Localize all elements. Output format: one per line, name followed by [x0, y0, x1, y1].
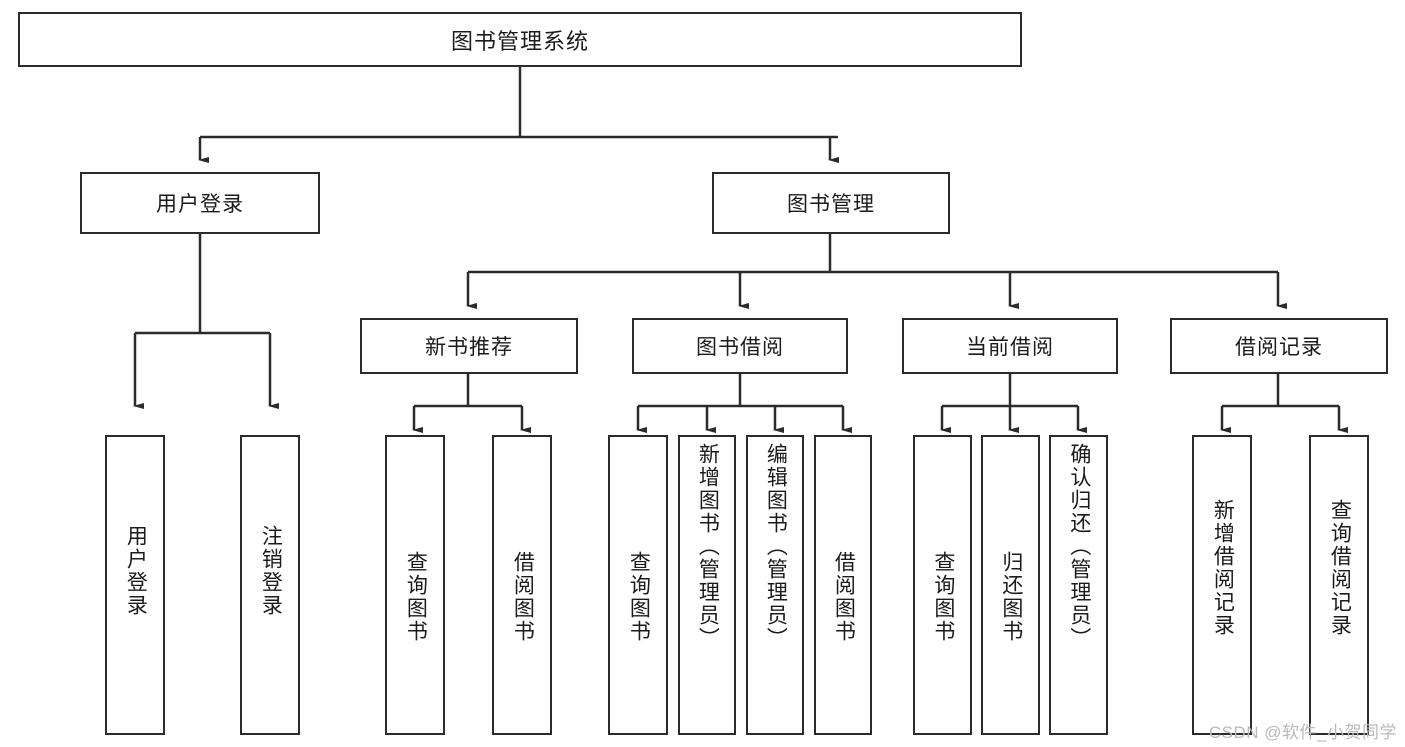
node-label: 新增图书（管理员） [696, 443, 720, 650]
node-label: 借阅记录 [1235, 336, 1323, 359]
leaf-record-query-record[interactable]: 查询借阅记录 [1309, 435, 1369, 735]
leaf-current-return-book[interactable]: 归还图书 [981, 435, 1040, 735]
leaf-user-login-logout[interactable]: 注销登录 [240, 435, 300, 735]
node-label: 借阅图书 [511, 551, 535, 643]
node-label: 查询借阅记录 [1328, 499, 1352, 637]
node-label: 当前借阅 [966, 336, 1054, 359]
node-label: 查询图书 [404, 551, 428, 643]
node-label: 确认归还（管理员） [1067, 443, 1091, 650]
node-label: 注销登录 [259, 525, 283, 617]
leaf-user-login-login[interactable]: 用户登录 [105, 435, 165, 735]
node-new-book-recommend[interactable]: 新书推荐 [360, 318, 578, 374]
node-label: 图书管理 [787, 193, 875, 216]
node-current-borrow[interactable]: 当前借阅 [902, 318, 1118, 374]
node-label: 借阅图书 [832, 551, 856, 643]
node-label: 编辑图书（管理员） [764, 443, 788, 650]
leaf-record-add-record[interactable]: 新增借阅记录 [1192, 435, 1252, 735]
node-label: 新书推荐 [425, 336, 513, 359]
node-label: 用户登录 [124, 525, 148, 617]
node-user-login[interactable]: 用户登录 [80, 172, 320, 234]
node-label: 图书管理系统 [450, 28, 589, 54]
node-root-system[interactable]: 图书管理系统 [18, 12, 1022, 67]
node-borrow-record[interactable]: 借阅记录 [1170, 318, 1388, 374]
leaf-new-book-query[interactable]: 查询图书 [385, 435, 445, 735]
node-label: 图书借阅 [696, 336, 784, 359]
node-label: 新增借阅记录 [1211, 499, 1235, 637]
csdn-watermark: CSDN @软件_小贺同学 [1208, 723, 1397, 742]
leaf-current-confirm-return-admin[interactable]: 确认归还（管理员） [1049, 435, 1108, 735]
node-label: 查询图书 [627, 551, 651, 643]
node-label: 用户登录 [156, 193, 244, 216]
leaf-borrow-borrow-book[interactable]: 借阅图书 [814, 435, 872, 735]
node-book-management[interactable]: 图书管理 [712, 172, 950, 234]
node-label: 查询图书 [931, 551, 955, 643]
leaf-new-book-borrow[interactable]: 借阅图书 [492, 435, 552, 735]
leaf-borrow-add-book-admin[interactable]: 新增图书（管理员） [678, 435, 736, 735]
leaf-borrow-edit-book-admin[interactable]: 编辑图书（管理员） [746, 435, 804, 735]
leaf-current-query-book[interactable]: 查询图书 [913, 435, 972, 735]
leaf-borrow-query-book[interactable]: 查询图书 [608, 435, 668, 735]
node-book-borrow[interactable]: 图书借阅 [632, 318, 848, 374]
node-label: 归还图书 [999, 551, 1023, 643]
